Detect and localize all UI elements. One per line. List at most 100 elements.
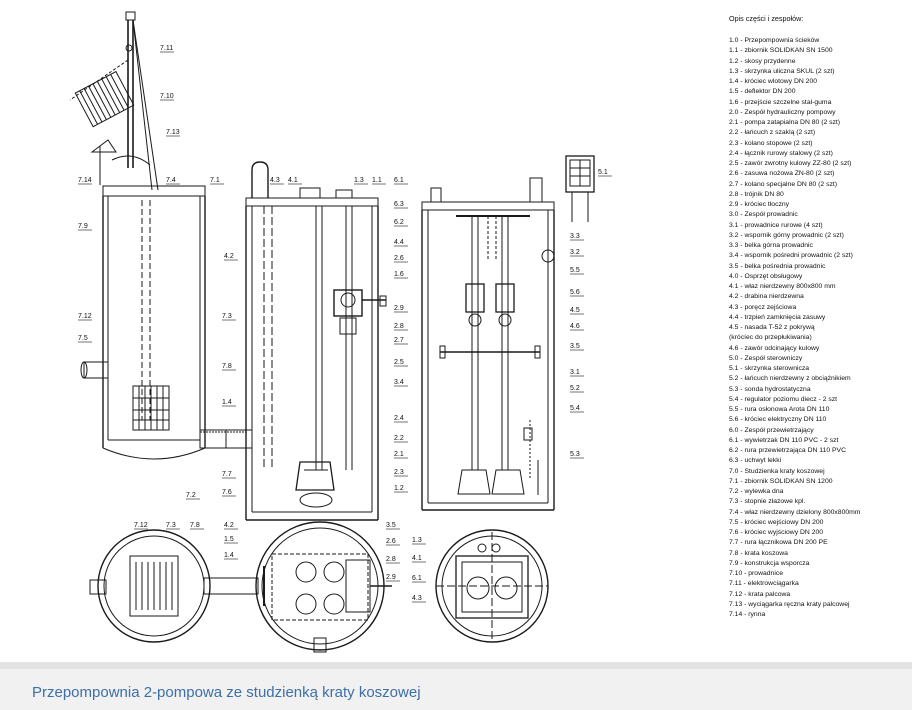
callout-label: 7.3 — [166, 522, 176, 529]
callout-label: 7.9 — [78, 223, 88, 230]
callout-label: 7.5 — [78, 335, 88, 342]
legend-item: 2.1 - pompa zatapialna DN 80 (2 szt) — [729, 119, 841, 126]
callout-label: 3.3 — [570, 233, 580, 240]
figure-caption: Przepompownia 2-pompowa ze studzienką kr… — [32, 684, 421, 701]
legend-item: 7.7 - rura łącznikowa DN 200 PE — [729, 539, 828, 547]
callout-label: 4.3 — [412, 595, 422, 602]
callout-label: 6.3 — [394, 201, 404, 208]
legend-item: 4.2 - drabina nierdzewna — [729, 293, 804, 301]
legend-item: 7.2 - wylewka dna — [729, 488, 784, 495]
legend-item: 2.7 - kolano specjalne DN 80 (2 szt) — [729, 180, 838, 188]
callout-label: 4.4 — [394, 239, 404, 246]
callout-label: 4.1 — [412, 555, 422, 562]
callout-label: 6.1 — [412, 575, 422, 582]
callout-label: 7.6 — [222, 489, 232, 496]
pump-station-section — [199, 161, 387, 521]
callout-label: 2.6 — [394, 255, 404, 262]
legend-item: 2.3 - kolano stopowe (2 szt) — [729, 139, 813, 147]
callout-label: 7.10 — [160, 93, 174, 100]
callout-label: 1.6 — [394, 271, 404, 278]
legend-item: 4.0 - Osprzęt obsługowy — [729, 272, 803, 280]
legend-title: Opis części i zespołów: — [729, 14, 804, 23]
legend-item: 5.6 - króciec elektryczny DN 110 — [729, 416, 827, 424]
legend-item: 5.1 - skrzynka sterownicza — [729, 365, 810, 372]
legend-item: 7.14 - rynna — [729, 611, 766, 618]
legend-item: 3.3 - belka górna prowadnic — [729, 242, 813, 249]
callout-label: 2.9 — [386, 574, 396, 581]
callout-label: 7.7 — [222, 471, 232, 478]
legend-item: 3.4 - wspornik pośredni prowadnic (2 szt… — [729, 252, 853, 260]
legend-item: 7.8 - krata koszowa — [729, 549, 788, 557]
legend-item: 4.5 - nasada T-52 z pokrywą — [729, 324, 815, 331]
legend-item: 1.6 - przejście szczelne stal-guma — [729, 98, 832, 106]
callout-label: 2.2 — [394, 435, 404, 442]
legend-item: 7.13 - wyciągarka ręczna kraty palcowej — [729, 600, 850, 608]
callout-label: 5.5 — [570, 267, 580, 274]
callout-label: 7.4 — [166, 177, 176, 184]
parts-legend: Opis części i zespołów: 1.0 - Przepompow… — [729, 14, 909, 620]
legend-item: 2.6 - zasuwa nożowa ZN-80 (2 szt) — [729, 170, 835, 178]
callout-label: 1.2 — [394, 485, 404, 492]
legend-item: (krócíec do przepłukiwania) — [729, 334, 812, 342]
legend-item: 6.2 - rura przewietrzająca DN 110 PVC — [729, 447, 846, 454]
pump-station-front-section — [421, 177, 555, 511]
basket-chamber-plan — [89, 529, 259, 643]
pump-station-top-view — [435, 529, 549, 643]
callout-label: 2.1 — [394, 451, 404, 458]
legend-item: 1.3 - skrzynka uliczna SKUL (2 szt) — [729, 67, 835, 75]
caption-divider — [0, 662, 912, 669]
callout-label: 7.1 — [210, 177, 220, 184]
drawing-canvas: 7.11 7.10 7.13 7.14 7.4 7.1 7.9 7.3 7.12 7.5 7.8 1.… — [69, 11, 612, 653]
legend-item: 7.6 - króciec wyjściowy DN 200 — [729, 529, 824, 536]
legend-item: 1.1 - zbiornik SOLIDKAN SN 1500 — [729, 47, 833, 55]
callout-label: 1.4 — [224, 552, 234, 559]
callout-label: 7.8 — [222, 363, 232, 370]
callout-label: 7.14 — [78, 177, 92, 184]
legend-item: 4.4 - trzpień zamknięcia zasuwy — [729, 313, 826, 321]
legend-item: 6.0 - Zespół przewietrzający — [729, 426, 814, 434]
legend-item: 2.0 - Zespół hydrauliczny pompowy — [729, 108, 836, 116]
callout-label: 5.3 — [570, 451, 580, 458]
callout-label: 2.7 — [394, 337, 404, 344]
legend-item: 6.3 - uchwyt lekki — [729, 457, 782, 465]
callout-label: 1.5 — [224, 536, 234, 543]
callout-label: 1.3 — [412, 537, 422, 544]
legend-item: 2.8 - trójnik DN 80 — [729, 190, 784, 198]
callout-label: 4.2 — [224, 253, 234, 260]
callout-label: 7.8 — [190, 522, 200, 529]
callout-label: 4.5 — [570, 307, 580, 314]
legend-list: 1.0 - Przepompownia ścieków 1.1 - zbiorni… — [729, 36, 909, 620]
caption-band: Przepompownia 2-pompowa ze studzienką kr… — [0, 662, 912, 710]
callout-label: 7.12 — [134, 522, 148, 529]
legend-item: 4.3 - poręcz zejściowa — [729, 303, 797, 311]
callout-label: 4.3 — [270, 177, 280, 184]
callout-label: 7.2 — [186, 492, 196, 499]
callout-label: 7.12 — [78, 313, 92, 320]
legend-item: 5.5 - rura osłonowa Arota DN 110 — [729, 406, 830, 413]
technical-drawing: 7.11 7.10 7.13 7.14 7.4 7.1 7.9 7.3 7.12 7.5 7.8 1.… — [69, 11, 612, 653]
callout-label: 7.3 — [222, 313, 232, 320]
legend-item: 7.3 - stopnie złazowe kpl. — [729, 498, 806, 506]
callout-label: 5.4 — [570, 405, 580, 412]
legend-item: 2.9 - króciec tłoczny — [729, 201, 790, 208]
callout-label: 7.13 — [166, 129, 180, 136]
callout-label: 6.2 — [394, 219, 404, 226]
callout-label: 3.4 — [394, 379, 404, 386]
basket-chamber-section — [69, 11, 253, 460]
legend-item: 1.4 - króciec wlotowy DN 200 — [729, 78, 818, 85]
legend-item: 4.1 - właz nierdzewny 800x800 mm — [729, 283, 836, 290]
legend-item: 1.0 - Przepompownia ścieków — [729, 37, 820, 44]
legend-item: 5.2 - łańcuch nierdzewny z obciążnikiem — [729, 375, 851, 383]
callout-label: 2.8 — [386, 556, 396, 563]
callout-label: 2.6 — [386, 538, 396, 545]
callout-label: 7.11 — [160, 45, 173, 52]
legend-item: 3.1 - prowadnice rurowe (4 szt) — [729, 221, 823, 229]
callout-label: 4.1 — [288, 177, 298, 184]
callout-label: 6.1 — [394, 177, 404, 184]
callout-label: 4.2 — [224, 522, 234, 529]
legend-item: 3.5 - belka pośrednia prowadnic — [729, 262, 826, 270]
callout-label: 2.8 — [394, 323, 404, 330]
callout-label: 1.3 — [354, 177, 364, 184]
legend-item: 4.6 - zawór odcinający kulowy — [729, 344, 820, 352]
legend-item: 5.4 - regulator poziomu diecz - 2 szt — [729, 395, 838, 403]
